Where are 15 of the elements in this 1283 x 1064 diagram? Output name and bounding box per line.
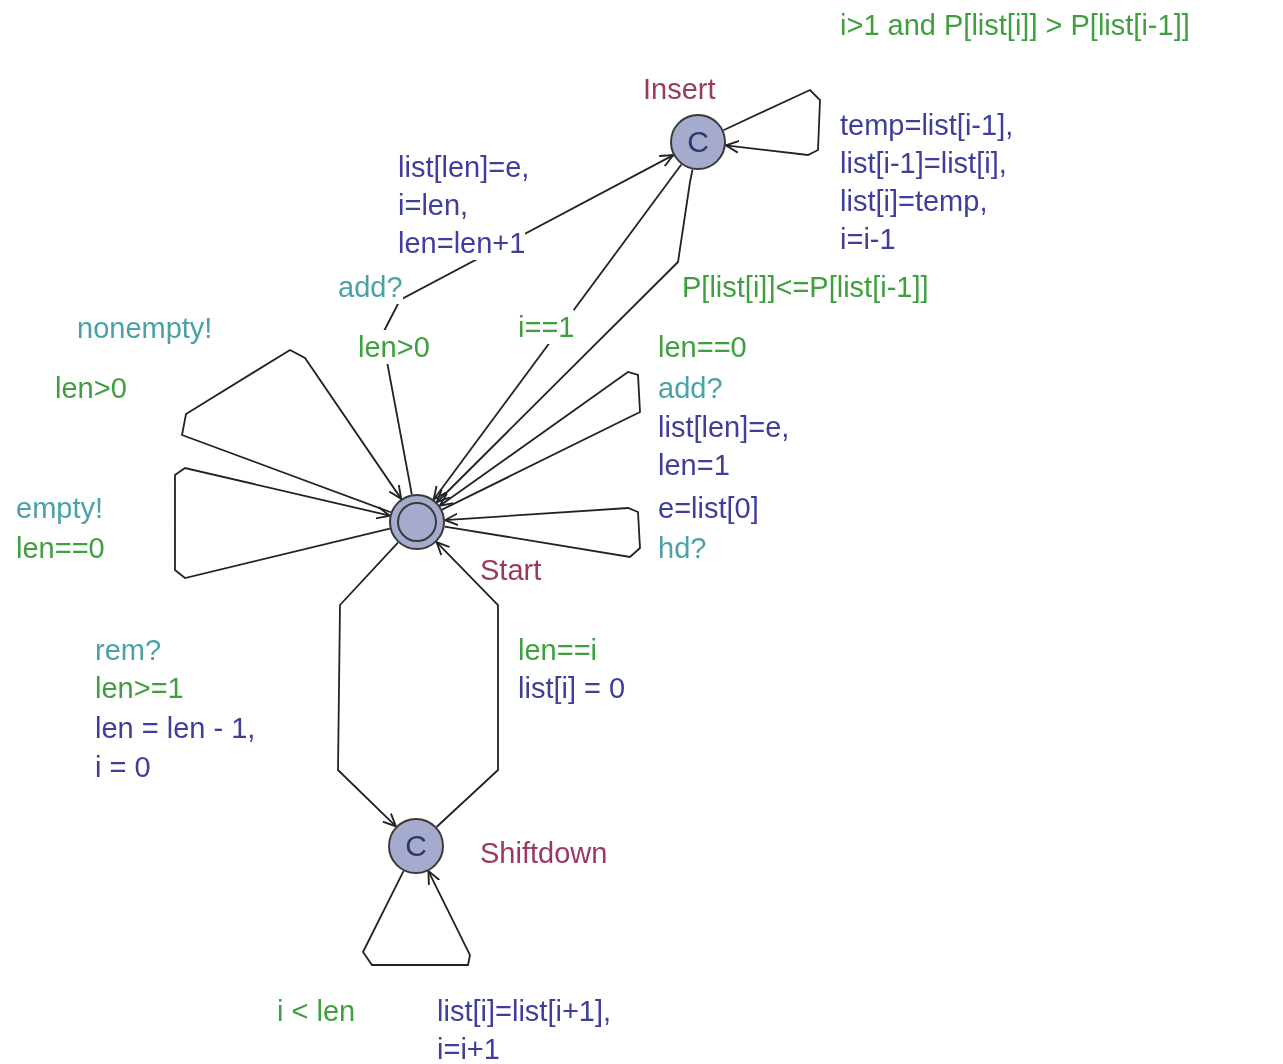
state-name: Shiftdown <box>480 836 608 870</box>
state-name: Start <box>480 553 542 587</box>
self-loop-arrow <box>180 348 403 514</box>
transition-arrow <box>337 541 399 828</box>
self-loop-arrow <box>722 88 821 156</box>
committed-mark: C <box>404 831 428 861</box>
self-loop-arrow <box>174 467 391 579</box>
state-name: Insert <box>643 72 716 106</box>
transition-arrow <box>435 541 499 828</box>
guard-text: i==1 <box>518 310 575 344</box>
committed-mark: C <box>686 127 710 157</box>
guard-text: len>0 <box>358 330 430 364</box>
self-loop-arrow <box>438 371 641 511</box>
self-loop-arrow <box>443 507 641 558</box>
self-loop-arrow <box>361 870 471 966</box>
